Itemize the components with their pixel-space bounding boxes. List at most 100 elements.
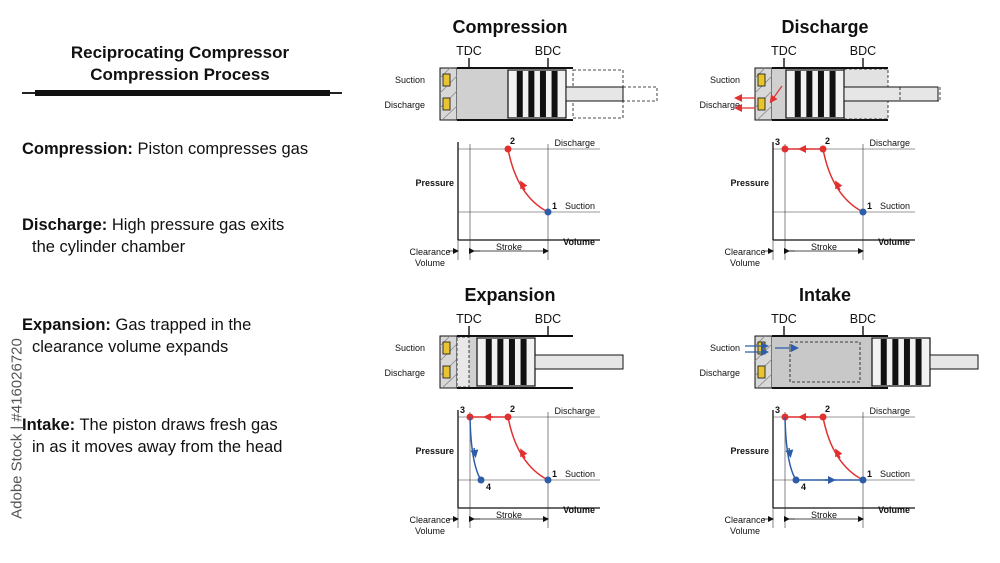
suction-label: Suction — [395, 75, 425, 85]
tdc-label: TDC — [456, 44, 482, 58]
bdc-label: BDC — [535, 312, 561, 326]
point-2 — [504, 413, 512, 421]
point-1-label: 1 — [552, 201, 557, 211]
panel-title: Expansion — [464, 285, 555, 305]
volume-label: Volume — [878, 505, 910, 515]
watermark: Adobe Stock | #416026720 — [2, 300, 26, 560]
suction-valve — [757, 73, 766, 87]
discharge-valve — [442, 97, 451, 111]
piston — [507, 69, 567, 119]
clearance-label-2: Volume — [415, 526, 445, 536]
compression-arrow — [835, 180, 843, 191]
point-1 — [544, 208, 552, 216]
expansion-arrow — [785, 447, 794, 458]
point-3 — [781, 145, 789, 153]
expansion-curve — [469, 416, 482, 481]
suction-label: Suction — [395, 343, 425, 353]
panel-title: Intake — [799, 285, 851, 305]
point-4 — [477, 476, 485, 484]
gas-volume — [457, 69, 508, 119]
bdc-label: BDC — [535, 44, 561, 58]
piston-ring — [892, 339, 899, 385]
gas-volume — [457, 337, 477, 387]
piston-rod — [843, 86, 939, 102]
point-2 — [819, 413, 827, 421]
cylinder-head — [754, 67, 773, 121]
discharge-label: Discharge — [384, 100, 425, 110]
desc-text: Gas trapped in the — [110, 316, 252, 334]
cylinder-head — [439, 67, 458, 121]
point-3 — [781, 413, 789, 421]
compression-curve — [822, 148, 864, 213]
discharge-flow-arrow — [769, 85, 783, 104]
desc-term: Expansion: — [22, 316, 111, 334]
clearance-label-2: Volume — [730, 258, 760, 268]
point-3-label: 3 — [775, 137, 780, 147]
stroke-label: Stroke — [496, 510, 522, 520]
piston-ring — [817, 71, 824, 117]
panel-title: Compression — [452, 17, 567, 37]
stroke-label: Stroke — [496, 242, 522, 252]
pressure-label: Pressure — [730, 446, 769, 456]
piston — [785, 69, 845, 119]
piston-ring — [903, 339, 910, 385]
pressure-label: Pressure — [730, 178, 769, 188]
desc-intake: Intake: The piston draws fresh gas in as… — [22, 414, 352, 458]
compression-arrow — [520, 180, 528, 191]
volume-label: Volume — [878, 237, 910, 247]
compression-curve — [507, 416, 549, 481]
desc-term: Compression: — [22, 140, 133, 158]
suction-label: Suction — [710, 75, 740, 85]
discharge-valve — [757, 97, 766, 111]
title-line-1: Reciprocating Compressor — [70, 43, 290, 62]
compression-curve — [507, 148, 549, 213]
expansion-arrow — [470, 447, 479, 458]
head-hatch — [754, 67, 773, 121]
suction-line-label: Suction — [565, 469, 595, 479]
piston-ring — [880, 339, 887, 385]
stroke-label: Stroke — [811, 242, 837, 252]
watermark-text: Adobe Stock | #416026720 — [8, 338, 26, 519]
gas-volume — [772, 69, 786, 119]
point-1-label: 1 — [867, 201, 872, 211]
point-4-label: 4 — [801, 482, 806, 492]
cylinder-head — [439, 335, 458, 389]
point-2 — [504, 145, 512, 153]
suction-valve — [757, 341, 766, 355]
volume-label: Volume — [563, 505, 595, 515]
pressure-label: Pressure — [415, 178, 454, 188]
compression-arrow — [520, 448, 528, 459]
head-hatch — [754, 335, 773, 389]
suction-line-label: Suction — [880, 469, 910, 479]
point-2-label: 2 — [510, 136, 515, 146]
piston-ring — [508, 339, 515, 385]
point-3-label: 3 — [775, 405, 780, 415]
piston — [871, 337, 931, 387]
desc-text: High pressure gas exits — [107, 216, 285, 234]
piston-ring — [497, 339, 504, 385]
expansion-curve — [784, 416, 797, 481]
ghost-position — [456, 336, 470, 388]
piston-ring — [806, 71, 813, 117]
point-1-label: 1 — [552, 469, 557, 479]
point-2-label: 2 — [825, 404, 830, 414]
desc-term: Intake: — [22, 416, 76, 434]
bdc-label: BDC — [850, 312, 876, 326]
discharge-label: Discharge — [384, 368, 425, 378]
point-1-label: 1 — [867, 469, 872, 479]
tdc-label: TDC — [771, 312, 797, 326]
discharge-line-label: Discharge — [869, 138, 910, 148]
suction-line-label: Suction — [880, 201, 910, 211]
title-line-2: Compression Process — [90, 65, 270, 84]
piston-rod — [565, 86, 624, 102]
clearance-label: Clearance — [409, 247, 450, 257]
clearance-label-2: Volume — [415, 258, 445, 268]
ghost-position — [789, 341, 861, 383]
point-2-label: 2 — [510, 404, 515, 414]
discharge-label: Discharge — [699, 100, 740, 110]
desc-text-2: in as it moves away from the head — [32, 438, 283, 456]
discharge-valve — [757, 365, 766, 379]
piston-rod — [534, 354, 624, 370]
